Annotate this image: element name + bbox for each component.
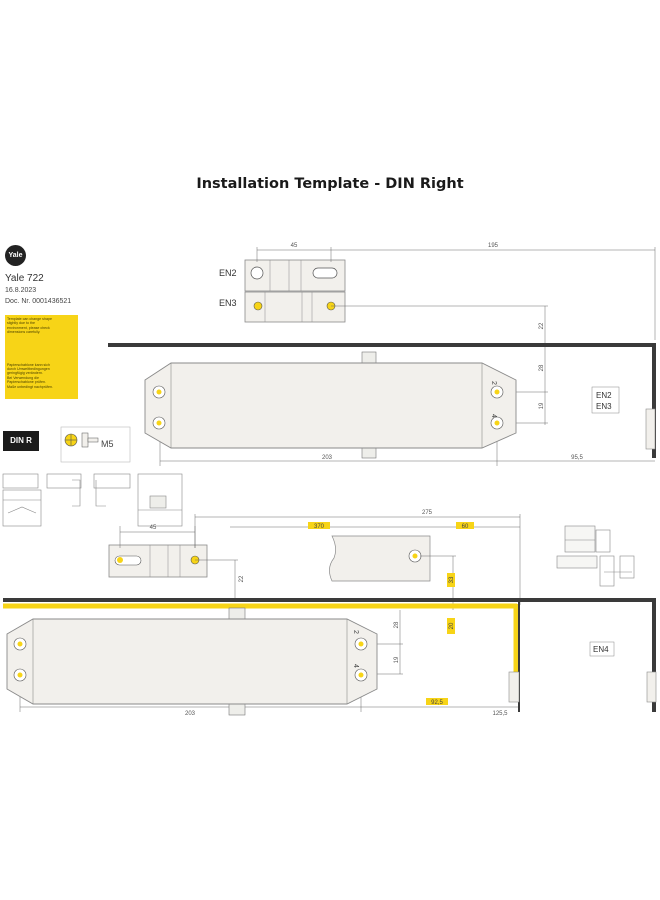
box-en2-label: EN2 bbox=[596, 391, 612, 400]
box-en3-label: EN3 bbox=[596, 402, 612, 411]
dim-33: 33 bbox=[449, 576, 455, 583]
upper-en2-label: EN2 bbox=[219, 268, 237, 278]
dim-19-lower: 19 bbox=[394, 656, 400, 663]
notice-line: geringfügig verändern. bbox=[7, 371, 43, 376]
lower-frame bbox=[3, 598, 657, 712]
notice-line: Maße unbedingt nachprüfen. bbox=[7, 384, 53, 389]
lower-closer-body bbox=[6, 607, 378, 716]
upper-mark-4: 4 bbox=[490, 414, 497, 418]
lower-arm-plate bbox=[108, 544, 208, 578]
lower-en-box bbox=[589, 641, 615, 657]
dim-28-upper: 28 bbox=[539, 364, 545, 371]
product-name: Yale 722 bbox=[5, 273, 44, 284]
dim-60: 60 bbox=[462, 524, 469, 530]
lower-arm-sketch bbox=[329, 535, 431, 582]
dim-275: 275 bbox=[422, 510, 433, 516]
din-right-badge: DIN R bbox=[3, 431, 39, 451]
dim-22-lower: 22 bbox=[239, 575, 245, 582]
dim-125-5: 125,5 bbox=[492, 711, 508, 717]
lower-mark-2: 2 bbox=[352, 630, 359, 634]
dim-92-5: 92,5 bbox=[431, 700, 443, 706]
notice-line: dimensions carefully. bbox=[7, 330, 41, 335]
dim-203-upper: 203 bbox=[322, 455, 333, 461]
upper-frame bbox=[108, 343, 656, 458]
m5-label: M5 bbox=[101, 439, 114, 449]
assembly-sketches bbox=[2, 473, 183, 527]
upper-mark-2: 2 bbox=[490, 381, 497, 385]
upper-en3-label: EN3 bbox=[219, 298, 237, 308]
dim-45-upper: 45 bbox=[291, 243, 298, 249]
dim-203-lower: 203 bbox=[185, 711, 196, 717]
template-notice: Template can change shape slightly due t… bbox=[5, 315, 78, 399]
document-number: Doc. Nr. 0001436521 bbox=[5, 298, 72, 305]
notice-line: slightly due to the bbox=[7, 321, 35, 326]
dim-370: 370 bbox=[314, 524, 325, 530]
notice-line: Template can change shape bbox=[7, 317, 52, 321]
yale-logo: Yale bbox=[5, 245, 26, 266]
dim-20: 20 bbox=[449, 622, 455, 629]
notice-line: Papierschablone kann sich bbox=[7, 362, 50, 367]
notice-line: environment, please check bbox=[7, 325, 50, 330]
lower-yellow-highlights bbox=[308, 522, 474, 705]
dim-28-lower: 28 bbox=[394, 621, 400, 628]
box-en4-label: EN4 bbox=[593, 645, 609, 654]
notice-line: durch Umweltbedingungen bbox=[7, 367, 50, 372]
upper-closer-body bbox=[144, 351, 517, 459]
dim-45-lower: 45 bbox=[150, 525, 157, 531]
right-assembly-sketches bbox=[556, 525, 635, 587]
dim-22-upper: 22 bbox=[539, 322, 545, 329]
document-date: 16.8.2023 bbox=[5, 287, 37, 294]
notice-line: Papierschablone prüfen. bbox=[7, 380, 46, 385]
dim-19-upper: 19 bbox=[539, 402, 545, 409]
lower-mark-4: 4 bbox=[352, 664, 359, 668]
notice-line: Bei Verwendung die bbox=[7, 375, 39, 380]
dim-195-upper: 195 bbox=[488, 243, 499, 249]
m5-screw-icon bbox=[60, 426, 131, 463]
dim-95-5-upper: 95,5 bbox=[571, 455, 583, 461]
upper-en-box bbox=[591, 386, 620, 414]
upper-arm-plates bbox=[244, 259, 346, 323]
page-title: Installation Template - DIN Right bbox=[196, 176, 464, 192]
